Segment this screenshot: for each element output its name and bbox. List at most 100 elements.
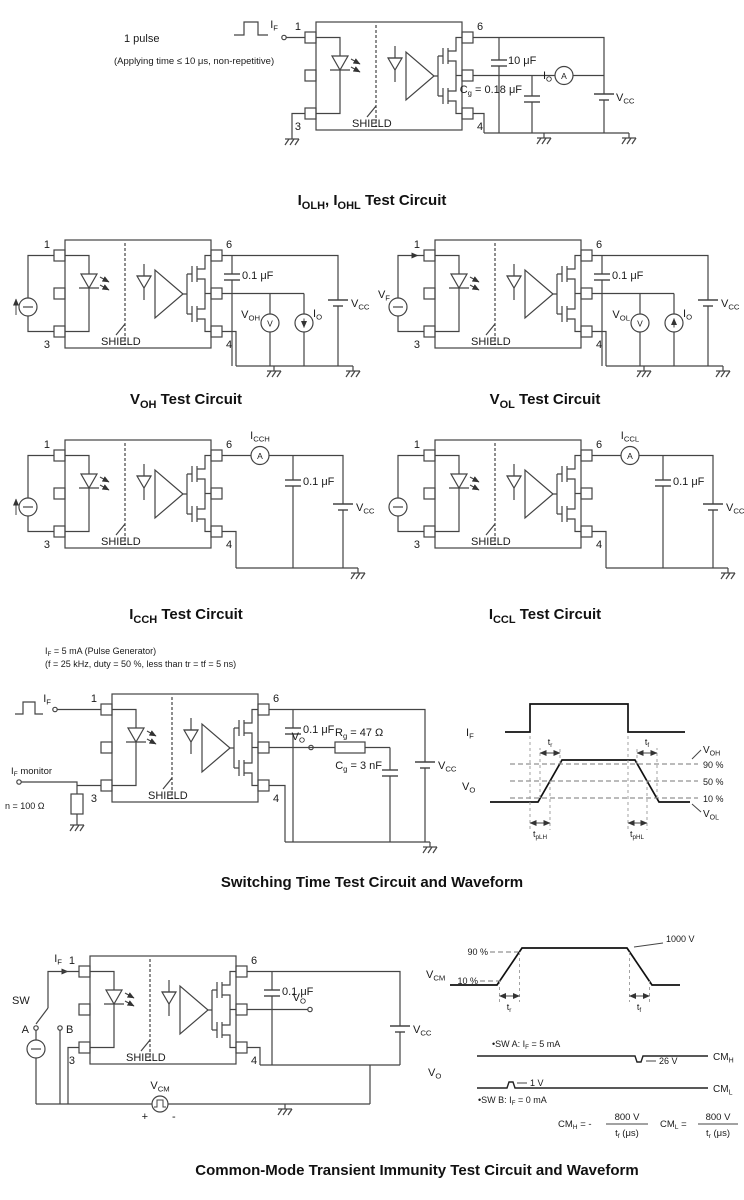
vo-axis-label: VO [462, 781, 475, 795]
vcc-label: VCC [356, 502, 375, 516]
iccl-label: ICCL [621, 430, 640, 444]
rg-resistor-label: Rg = 47 Ω [335, 727, 383, 741]
capacitor-cg [523, 95, 541, 103]
input-terminal [281, 34, 287, 41]
io-ammeter [664, 313, 684, 333]
optocoupler [69, 955, 257, 1067]
cml-formula-denominator: tr (μs) [706, 1128, 730, 1140]
vcc-battery [332, 503, 354, 511]
vol-voltmeter [630, 313, 650, 333]
io-label: IO [683, 308, 692, 322]
if-label: IF [54, 953, 62, 967]
icch-test-circuit: A ICCH 0.1 μF VCC [13, 430, 375, 580]
cml-output-trace [477, 1081, 708, 1089]
ground-symbol [715, 365, 731, 378]
voltmeter-letter: V [637, 319, 643, 329]
vcm-label: VCM [150, 1080, 169, 1094]
capacitor-cg-label: Cg = 0.18 μF [460, 84, 523, 98]
ground-symbol [266, 365, 282, 378]
pulse-waveform-icon [234, 21, 268, 36]
tr-label: tr [507, 1002, 512, 1014]
cml-formula-lhs: CML = [660, 1119, 687, 1131]
cmh-label: CMH [713, 1052, 734, 1065]
sw-a-condition-label: •SW A: IF = 5 mA [492, 1039, 560, 1051]
if-current-source [26, 1039, 46, 1059]
ammeter-letter: A [561, 71, 567, 81]
ground-symbol [69, 819, 85, 832]
optocoupler [414, 239, 602, 351]
if-waveform-trace [505, 703, 685, 733]
capacitor-01uF [284, 479, 302, 487]
vcm-pulse-icon [154, 1099, 166, 1108]
dip-26v-label: 26 V [659, 1056, 678, 1066]
switching-waveform: IF VO VOH 90 % 50 % 10 % VOL tr tf tpLH … [462, 703, 724, 841]
if-label: IF [43, 693, 51, 707]
ground-symbol [636, 365, 652, 378]
ammeter-letter: A [627, 451, 633, 461]
pulse-note-2: (Applying time ≤ 10 μs, non-repetitive) [114, 56, 274, 67]
vcc-battery [697, 299, 719, 307]
input-terminal [52, 706, 58, 713]
vf-source [388, 297, 408, 317]
if-axis-label: IF [466, 727, 474, 741]
vo-label: VO [292, 731, 305, 745]
vo-label: VO [293, 992, 306, 1006]
level-90-label: 90 % [467, 947, 488, 957]
common-mode-waveform: 90 % 10 % VCM 1000 V tr tf •SW A: IF = 5… [426, 934, 738, 1140]
vol-leader-line [691, 803, 702, 813]
common-mode-test-circuit: IF SW A B VCM + - 0.1 μF VO VCC [12, 953, 432, 1123]
vcm-source [151, 1095, 169, 1113]
optocoupler [414, 439, 602, 551]
cmh-formula-lhs: CMH = - [558, 1119, 592, 1131]
title-switching: Switching Time Test Circuit and Waveform [220, 874, 524, 891]
io-ammeter [554, 65, 574, 86]
title-vol: VOL Test Circuit [489, 391, 601, 411]
capacitor-01uF-label: 0.1 μF [303, 724, 335, 736]
capacitor-01uF [593, 273, 611, 281]
condition-note-2: (f = 25 kHz, duty = 50 %, less than tr =… [45, 659, 236, 669]
wiring [35, 970, 401, 1105]
voh-leader-line [691, 749, 702, 760]
cmh-formula-denominator: tf (μs) [615, 1128, 639, 1140]
vcm-axis-label: VCM [426, 969, 445, 983]
vcc-battery [702, 503, 724, 511]
ground-symbol [720, 567, 736, 580]
title-iolh-iohl: IOLH, IOHL Test Circuit [297, 192, 447, 212]
title-voh: VOH Test Circuit [129, 391, 243, 411]
condition-note-1: IF = 5 mA (Pulse Generator) [45, 646, 156, 658]
capacitor-01uF [654, 479, 672, 487]
optocoupler [44, 239, 232, 351]
vcc-label: VCC [726, 502, 744, 516]
vcc-battery [414, 761, 436, 769]
capacitor-01uF-label: 0.1 μF [612, 270, 644, 282]
capacitor-01uF-label: 0.1 μF [242, 270, 274, 282]
optocoupler [44, 439, 232, 551]
capacitor-01uF-label: 0.1 μF [282, 986, 314, 998]
iccl-test-circuit: A ICCL 0.1 μF VCC [388, 430, 744, 580]
iccl-ammeter [620, 445, 640, 466]
tf-label: tf [637, 1002, 642, 1014]
peak-1000v-label: 1000 V [666, 934, 695, 944]
vf-label: VF [378, 289, 390, 303]
switch-contact-a [33, 1025, 39, 1031]
ground-symbol [345, 365, 361, 378]
switch-b-label: B [66, 1024, 73, 1036]
if-current-source [18, 497, 38, 517]
voh-label: VOH [241, 309, 260, 323]
tf-label: tf [645, 737, 650, 749]
monitor-resistor [70, 793, 84, 815]
bump-1v-label: 1 V [530, 1078, 544, 1088]
ground-symbol [621, 132, 637, 145]
io-label: IO [313, 308, 322, 322]
pulse-waveform-icon [15, 701, 43, 715]
if-monitor-terminal [16, 779, 22, 785]
vcm-minus-label: - [172, 1111, 176, 1123]
vcc-label: VCC [438, 760, 457, 774]
title-common-mode: Common-Mode Transient Immunity Test Circ… [195, 1162, 639, 1179]
capacitor-cg-label: Cg = 3 nF [335, 760, 382, 774]
vcc-label: VCC [413, 1024, 432, 1038]
if-current-source [18, 297, 38, 317]
cmh-output-trace [477, 1055, 708, 1063]
ground-symbol [277, 1103, 293, 1116]
